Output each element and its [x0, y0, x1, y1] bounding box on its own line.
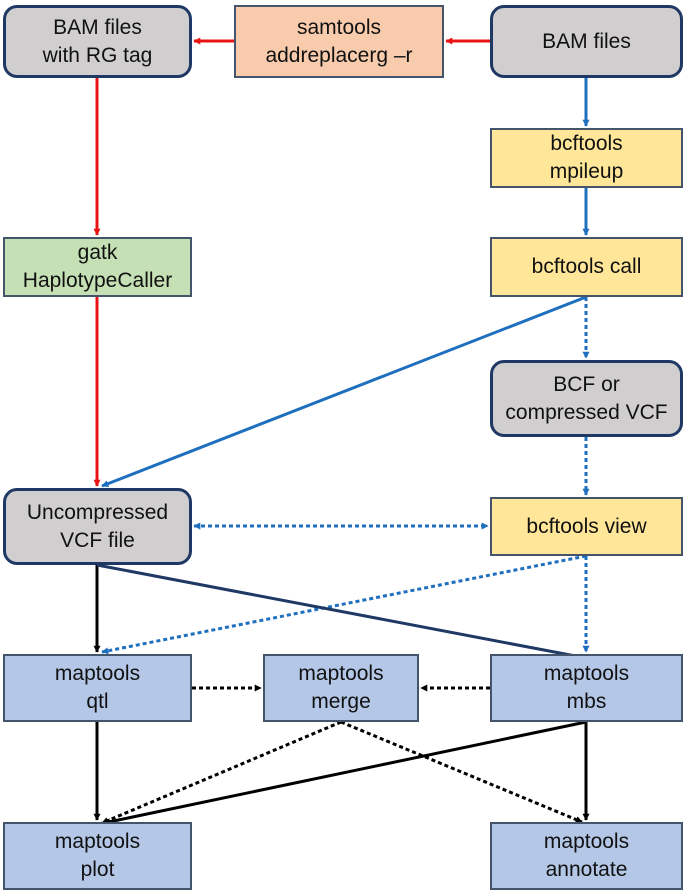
node-label: merge	[311, 690, 371, 713]
node-bam-files: BAM files	[490, 5, 683, 78]
node-gatk-haplotypecaller: gatk HaplotypeCaller	[3, 237, 192, 297]
node-label: with RG tag	[42, 43, 153, 67]
node-label: mbs	[566, 690, 607, 713]
node-maptools-qtl: maptools qtl	[3, 654, 192, 722]
node-label: bcftools view	[526, 514, 647, 538]
node-label: qtl	[86, 690, 109, 713]
node-maptools-merge: maptools merge	[263, 654, 419, 722]
node-label: BAM files	[542, 29, 631, 53]
node-label: annotate	[545, 858, 628, 881]
node-label: Uncompressed	[26, 500, 169, 524]
node-samtools-addreplacerg: samtools addreplacerg –r	[234, 5, 444, 78]
node-label: VCF file	[60, 528, 135, 552]
node-label: maptools	[298, 662, 384, 685]
node-uncompressed-vcf: Uncompressed VCF file	[3, 488, 192, 565]
node-label: gatk	[77, 241, 118, 264]
node-label: mpileup	[549, 160, 624, 183]
node-bcftools-mpileup: bcftools mpileup	[490, 128, 683, 188]
node-bam-files-rg: BAM files with RG tag	[3, 5, 192, 78]
edge-call-to-uncompressed	[101, 295, 587, 488]
node-bcftools-call: bcftools call	[490, 237, 683, 297]
node-label: maptools	[54, 830, 141, 853]
node-label: bcftools call	[531, 255, 642, 278]
node-label: maptools	[54, 662, 141, 685]
node-label: plot	[80, 858, 115, 881]
node-label: BAM files	[53, 15, 142, 39]
node-maptools-plot: maptools plot	[3, 822, 192, 890]
node-label: maptools	[543, 830, 630, 853]
node-label: maptools	[543, 662, 630, 685]
node-bcftools-view: bcftools view	[490, 497, 683, 556]
node-label: compressed VCF	[505, 400, 668, 424]
edge-merge-to-plot	[101, 720, 342, 825]
edge-view-to-qtl	[101, 554, 587, 655]
edge-uncompressed-to-mbs	[96, 563, 587, 661]
node-maptools-mbs: maptools mbs	[490, 654, 683, 722]
node-label: HaplotypeCaller	[22, 269, 173, 292]
node-label: bcftools	[550, 132, 623, 155]
edge-mbs-to-plot	[103, 720, 587, 826]
edge-merge-to-annotate	[340, 720, 583, 824]
node-bcf-compressed-vcf: BCF or compressed VCF	[490, 360, 683, 437]
node-label: samtools	[296, 15, 382, 39]
node-label: BCF or	[553, 372, 620, 396]
node-maptools-annotate: maptools annotate	[490, 822, 683, 890]
node-label: addreplacerg –r	[265, 43, 413, 67]
